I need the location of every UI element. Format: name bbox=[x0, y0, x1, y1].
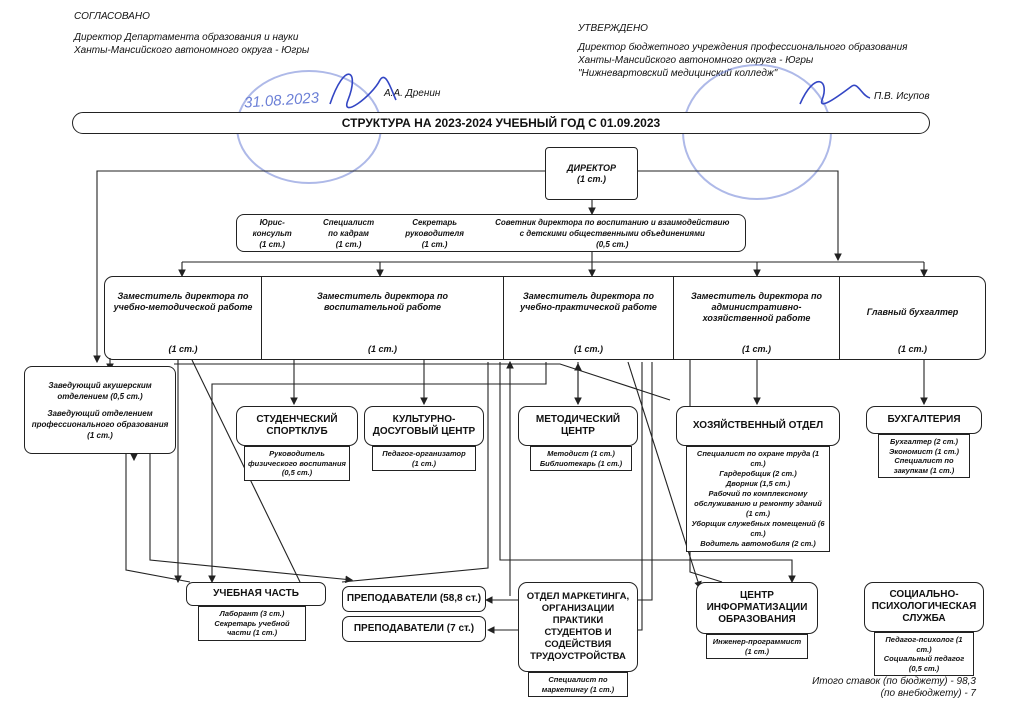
study-part-staff: Лаборант (3 ст.) Секретарь учебной части… bbox=[198, 606, 306, 641]
approval-right-label: УТВЕРЖДЕНО bbox=[578, 23, 648, 34]
page-title: СТРУКТУРА НА 2023-2024 УЧЕБНЫЙ ГОД С 01.… bbox=[341, 116, 661, 130]
chief-accountant[interactable]: Главный бухгалтер (1 ст.) bbox=[840, 277, 985, 359]
method-center-box[interactable]: МЕТОДИЧЕСКИЙ ЦЕНТР bbox=[518, 406, 638, 446]
approval-right-line1: Директор бюджетного учреждения профессио… bbox=[578, 42, 908, 53]
household-dept-box[interactable]: ХОЗЯЙСТВЕННЫЙ ОТДЕЛ bbox=[676, 406, 840, 446]
method-center-staff: Методист (1 ст.) Библиотекарь (1 ст.) bbox=[530, 446, 632, 471]
deputy-administrative-rate: (1 ст.) bbox=[742, 344, 771, 354]
accounting-title: БУХГАЛТЕРИЯ bbox=[887, 414, 961, 425]
advisor-education: Советник директора по воспитанию и взаим… bbox=[495, 217, 730, 249]
deputy-methodical-rate: (1 ст.) bbox=[168, 344, 198, 354]
household-dept-title: ХОЗЯЙСТВЕННЫЙ ОТДЕЛ bbox=[692, 420, 824, 431]
approval-right-line2: Ханты-Мансийского автономного округа - Ю… bbox=[578, 55, 814, 66]
director-box[interactable]: ДИРЕКТОР (1 ст.) bbox=[545, 147, 638, 200]
chief-accountant-rate: (1 ст.) bbox=[898, 344, 927, 354]
it-center-staff: Инженер-программист (1 ст.) bbox=[706, 634, 808, 659]
advisor-hr: Специалист по кадрам (1 ст.) bbox=[322, 217, 375, 249]
culture-center-title: КУЛЬТУРНО-ДОСУГОВЫЙ ЦЕНТР bbox=[372, 414, 476, 437]
deputy-methodical[interactable]: Заместитель директора по учебно-методиче… bbox=[105, 277, 262, 359]
culture-center-box[interactable]: КУЛЬТУРНО-ДОСУГОВЫЙ ЦЕНТР bbox=[364, 406, 484, 446]
it-center-box[interactable]: ЦЕНТР ИНФОРМАТИЗАЦИИ ОБРАЗОВАНИЯ bbox=[696, 582, 818, 634]
director-rate: (1 ст.) bbox=[577, 173, 606, 184]
deputy-administrative-title: Заместитель директора по административно… bbox=[690, 291, 822, 323]
social-service-title: СОЦИАЛЬНО-ПСИХОЛОГИЧЕСКАЯ СЛУЖБА bbox=[871, 589, 977, 624]
approval-left-line1: Директор Департамента образования и наук… bbox=[74, 32, 299, 43]
teachers-main-box[interactable]: ПРЕПОДАВАТЕЛИ (58,8 ст.) bbox=[342, 586, 486, 612]
department-heads-box[interactable]: Заведующий акушерским отделением (0,5 ст… bbox=[24, 366, 176, 454]
sport-club-staff: Руководитель физического воспитания (0,5… bbox=[244, 446, 350, 481]
method-center-title: МЕТОДИЧЕСКИЙ ЦЕНТР bbox=[535, 414, 621, 437]
totals-budget: Итого ставок (по бюджету) - 98,3 bbox=[812, 676, 976, 687]
marketing-title: ОТДЕЛ МАРКЕТИНГА, ОРГАНИЗАЦИИ ПРАКТИКИ С… bbox=[526, 591, 630, 662]
approval-right: УТВЕРЖДЕНО Директор бюджетного учреждени… bbox=[578, 22, 978, 80]
approval-left-line2: Ханты-Мансийского автономного округа - Ю… bbox=[74, 45, 310, 56]
approval-right-name: П.В. Исупов bbox=[874, 91, 930, 102]
heads-line5: (1 ст.) bbox=[87, 430, 113, 440]
deputy-upbringing-title: Заместитель директора по воспитательной … bbox=[316, 291, 448, 312]
sport-club-box[interactable]: СТУДЕНЧЕСКИЙ СПОРТКЛУБ bbox=[236, 406, 358, 446]
deputy-upbringing[interactable]: Заместитель директора по воспитательной … bbox=[262, 277, 504, 359]
heads-line3: Заведующий отделением bbox=[47, 408, 153, 418]
deputy-practical-rate: (1 ст.) bbox=[574, 344, 603, 354]
approval-right-line3: "Нижневартовский медицинский колледж" bbox=[578, 68, 778, 79]
heads-line2: отделением (0,5 ст.) bbox=[57, 391, 143, 401]
deputy-practical-title: Заместитель директора по учебно-практиче… bbox=[520, 291, 657, 312]
it-center-title: ЦЕНТР ИНФОРМАТИЗАЦИИ ОБРАЗОВАНИЯ bbox=[706, 590, 808, 625]
accounting-box[interactable]: БУХГАЛТЕРИЯ bbox=[866, 406, 982, 434]
chief-accountant-title: Главный бухгалтер bbox=[866, 307, 959, 317]
household-dept-staff: Специалист по охране труда (1 ст.) Гарде… bbox=[686, 446, 830, 552]
advisors-box[interactable]: Юрис- консульт (1 ст.) Специалист по кад… bbox=[236, 214, 746, 252]
culture-center-staff: Педагог-организатор (1 ст.) bbox=[372, 446, 476, 471]
deputy-upbringing-rate: (1 ст.) bbox=[368, 344, 397, 354]
title-bar: СТРУКТУРА НА 2023-2024 УЧЕБНЫЙ ГОД С 01.… bbox=[72, 112, 930, 134]
deputy-administrative[interactable]: Заместитель директора по административно… bbox=[674, 277, 840, 359]
study-part-title: УЧЕБНАЯ ЧАСТЬ bbox=[213, 588, 299, 599]
study-part-box[interactable]: УЧЕБНАЯ ЧАСТЬ bbox=[186, 582, 326, 606]
approval-left-name: А.А. Дренин bbox=[384, 88, 441, 99]
deputy-practical[interactable]: Заместитель директора по учебно-практиче… bbox=[504, 277, 674, 359]
social-service-box[interactable]: СОЦИАЛЬНО-ПСИХОЛОГИЧЕСКАЯ СЛУЖБА bbox=[864, 582, 984, 632]
totals-extra: (по внебюджету) - 7 bbox=[880, 688, 976, 699]
teachers-extra-title: ПРЕПОДАВАТЕЛИ (7 ст.) bbox=[353, 623, 475, 634]
heads-line4: профессионального образования bbox=[31, 419, 169, 429]
director-title: ДИРЕКТОР bbox=[566, 162, 616, 173]
marketing-box[interactable]: ОТДЕЛ МАРКЕТИНГА, ОРГАНИЗАЦИИ ПРАКТИКИ С… bbox=[518, 582, 638, 672]
totals: Итого ставок (по бюджету) - 98,3 (по вне… bbox=[776, 676, 976, 700]
approval-left: СОГЛАСОВАНО Директор Департамента образо… bbox=[74, 10, 394, 57]
sport-club-title: СТУДЕНЧЕСКИЙ СПОРТКЛУБ bbox=[256, 414, 338, 437]
heads-line1: Заведующий акушерским bbox=[48, 380, 152, 390]
marketing-staff: Специалист по маркетингу (1 ст.) bbox=[528, 672, 628, 697]
advisor-lawyer: Юрис- консульт (1 ст.) bbox=[252, 217, 292, 249]
advisor-secretary: Секретарь руководителя (1 ст.) bbox=[405, 217, 464, 249]
deputies-row: Заместитель директора по учебно-методиче… bbox=[104, 276, 986, 360]
teachers-main-title: ПРЕПОДАВАТЕЛИ (58,8 ст.) bbox=[346, 593, 482, 604]
deputy-methodical-title: Заместитель директора по учебно-методиче… bbox=[113, 291, 253, 312]
teachers-extra-box[interactable]: ПРЕПОДАВАТЕЛИ (7 ст.) bbox=[342, 616, 486, 642]
social-service-staff: Педагог-психолог (1 ст.) Социальный педа… bbox=[874, 632, 974, 676]
approval-left-label: СОГЛАСОВАНО bbox=[74, 11, 150, 22]
accounting-staff: Бухгалтер (2 ст.) Экономист (1 ст.) Спец… bbox=[878, 434, 970, 478]
